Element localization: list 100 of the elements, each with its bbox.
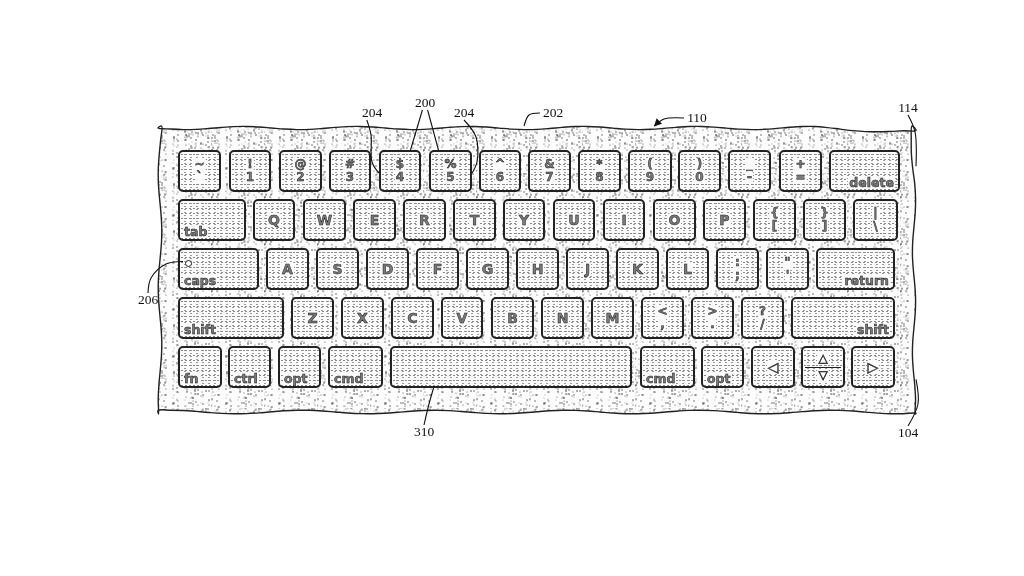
callout-number: 206 bbox=[136, 293, 160, 307]
key-legend: G bbox=[480, 261, 495, 277]
key-legend: } bbox=[819, 207, 830, 220]
key-legend: * bbox=[595, 158, 604, 171]
key-legend: X bbox=[356, 310, 369, 326]
key-legend: Q bbox=[267, 212, 281, 228]
callout-number: 104 bbox=[896, 426, 920, 440]
key-legend: , bbox=[659, 318, 666, 331]
key-legend: ? bbox=[758, 305, 767, 318]
key-legend: 2 bbox=[295, 171, 306, 184]
keyboard-key bbox=[528, 150, 571, 192]
keyboard-key bbox=[766, 248, 809, 290]
keyboard-key bbox=[503, 199, 545, 241]
key-legend: { bbox=[769, 207, 780, 220]
keyboard-key bbox=[541, 297, 584, 339]
key-legend: T bbox=[468, 212, 481, 228]
key-legend: ▷ bbox=[866, 359, 880, 375]
key-legend: P bbox=[718, 212, 731, 228]
keyboard-key bbox=[341, 297, 384, 339]
keyboard-key bbox=[591, 297, 634, 339]
keyboard-key bbox=[779, 150, 822, 192]
keyboard-key bbox=[466, 248, 509, 290]
key-legend: ▽ bbox=[817, 369, 829, 382]
key-legend: 9 bbox=[644, 171, 656, 184]
key-legend: : bbox=[734, 256, 741, 269]
key-legend: = bbox=[794, 171, 807, 184]
key-legend: < bbox=[656, 305, 669, 318]
key-legend: + bbox=[794, 158, 807, 171]
keyboard-key bbox=[816, 248, 895, 290]
key-legend: K bbox=[631, 261, 644, 277]
key-label: shift bbox=[183, 322, 218, 336]
callout-number: 110 bbox=[686, 111, 708, 125]
key-legend: $ bbox=[394, 158, 406, 171]
key-legend: 8 bbox=[594, 171, 605, 184]
keyboard-key bbox=[178, 150, 221, 192]
key-legend: Y bbox=[517, 212, 531, 228]
key-legend: [ bbox=[770, 220, 779, 233]
keyboard-key bbox=[853, 199, 898, 241]
space-bar-key bbox=[390, 346, 632, 388]
keyboard-key bbox=[429, 150, 472, 192]
key-label: cmd bbox=[333, 371, 365, 385]
key-legend: 0 bbox=[694, 171, 705, 184]
key-legend: 1 bbox=[244, 171, 256, 184]
key-legend: S bbox=[331, 261, 344, 277]
key-legend: / bbox=[759, 318, 766, 331]
keyboard-key bbox=[328, 346, 383, 388]
key-legend: ( bbox=[646, 158, 654, 171]
key-legend: % bbox=[443, 158, 458, 171]
keyboard-key bbox=[728, 150, 771, 192]
keyboard-key bbox=[329, 150, 371, 192]
keyboard-key bbox=[353, 199, 396, 241]
key-label: delete bbox=[848, 175, 895, 189]
keyboard-key bbox=[703, 199, 746, 241]
key-legend: I bbox=[620, 212, 628, 228]
key-legend: @ bbox=[293, 158, 308, 171]
key-legend: # bbox=[343, 158, 357, 171]
keyboard-key bbox=[279, 150, 322, 192]
keyboard-key bbox=[403, 199, 446, 241]
callout-number: 310 bbox=[412, 425, 436, 439]
keyboard-key bbox=[653, 199, 696, 241]
key-label: cmd bbox=[645, 371, 677, 385]
key-legend: _ bbox=[745, 158, 754, 171]
key-legend: M bbox=[604, 310, 621, 326]
keyboard-key bbox=[751, 346, 795, 388]
keyboard-key bbox=[829, 150, 900, 192]
keyboard-key bbox=[303, 199, 346, 241]
keyboard-key bbox=[753, 199, 796, 241]
key-label: opt bbox=[283, 371, 309, 385]
key-legend: 4 bbox=[394, 171, 406, 184]
key-legend: △ bbox=[817, 352, 829, 365]
key-legend: C bbox=[406, 310, 419, 326]
key-legend: | bbox=[872, 207, 879, 220]
key-legend: ] bbox=[820, 220, 829, 233]
key-label: ctrl bbox=[233, 371, 259, 385]
key-legend: ' bbox=[784, 269, 791, 282]
key-legend: \ bbox=[872, 220, 879, 233]
keyboard-key bbox=[391, 297, 434, 339]
keyboard-key bbox=[178, 297, 284, 339]
keyboard-key bbox=[229, 150, 271, 192]
key-label: opt bbox=[706, 371, 732, 385]
leader-line bbox=[523, 112, 541, 127]
key-legend: ! bbox=[246, 158, 254, 171]
keyboard-key bbox=[416, 248, 459, 290]
key-legend: F bbox=[431, 261, 444, 277]
leader-line bbox=[409, 109, 423, 151]
key-legend: L bbox=[682, 261, 693, 277]
keyboard-key bbox=[791, 297, 895, 339]
key-legend: ) bbox=[695, 158, 704, 171]
key-legend: B bbox=[506, 310, 519, 326]
keyboard-key bbox=[516, 248, 559, 290]
keyboard-key bbox=[366, 248, 409, 290]
keyboard-key bbox=[253, 199, 295, 241]
key-legend: R bbox=[418, 212, 431, 228]
keyboard-key bbox=[566, 248, 609, 290]
key-legend: 6 bbox=[494, 171, 506, 184]
callout-number: 204 bbox=[360, 106, 384, 120]
leader-line bbox=[463, 119, 479, 174]
key-label: shift bbox=[855, 322, 890, 336]
keyboard-key bbox=[803, 199, 846, 241]
key-legend: " bbox=[783, 256, 792, 269]
